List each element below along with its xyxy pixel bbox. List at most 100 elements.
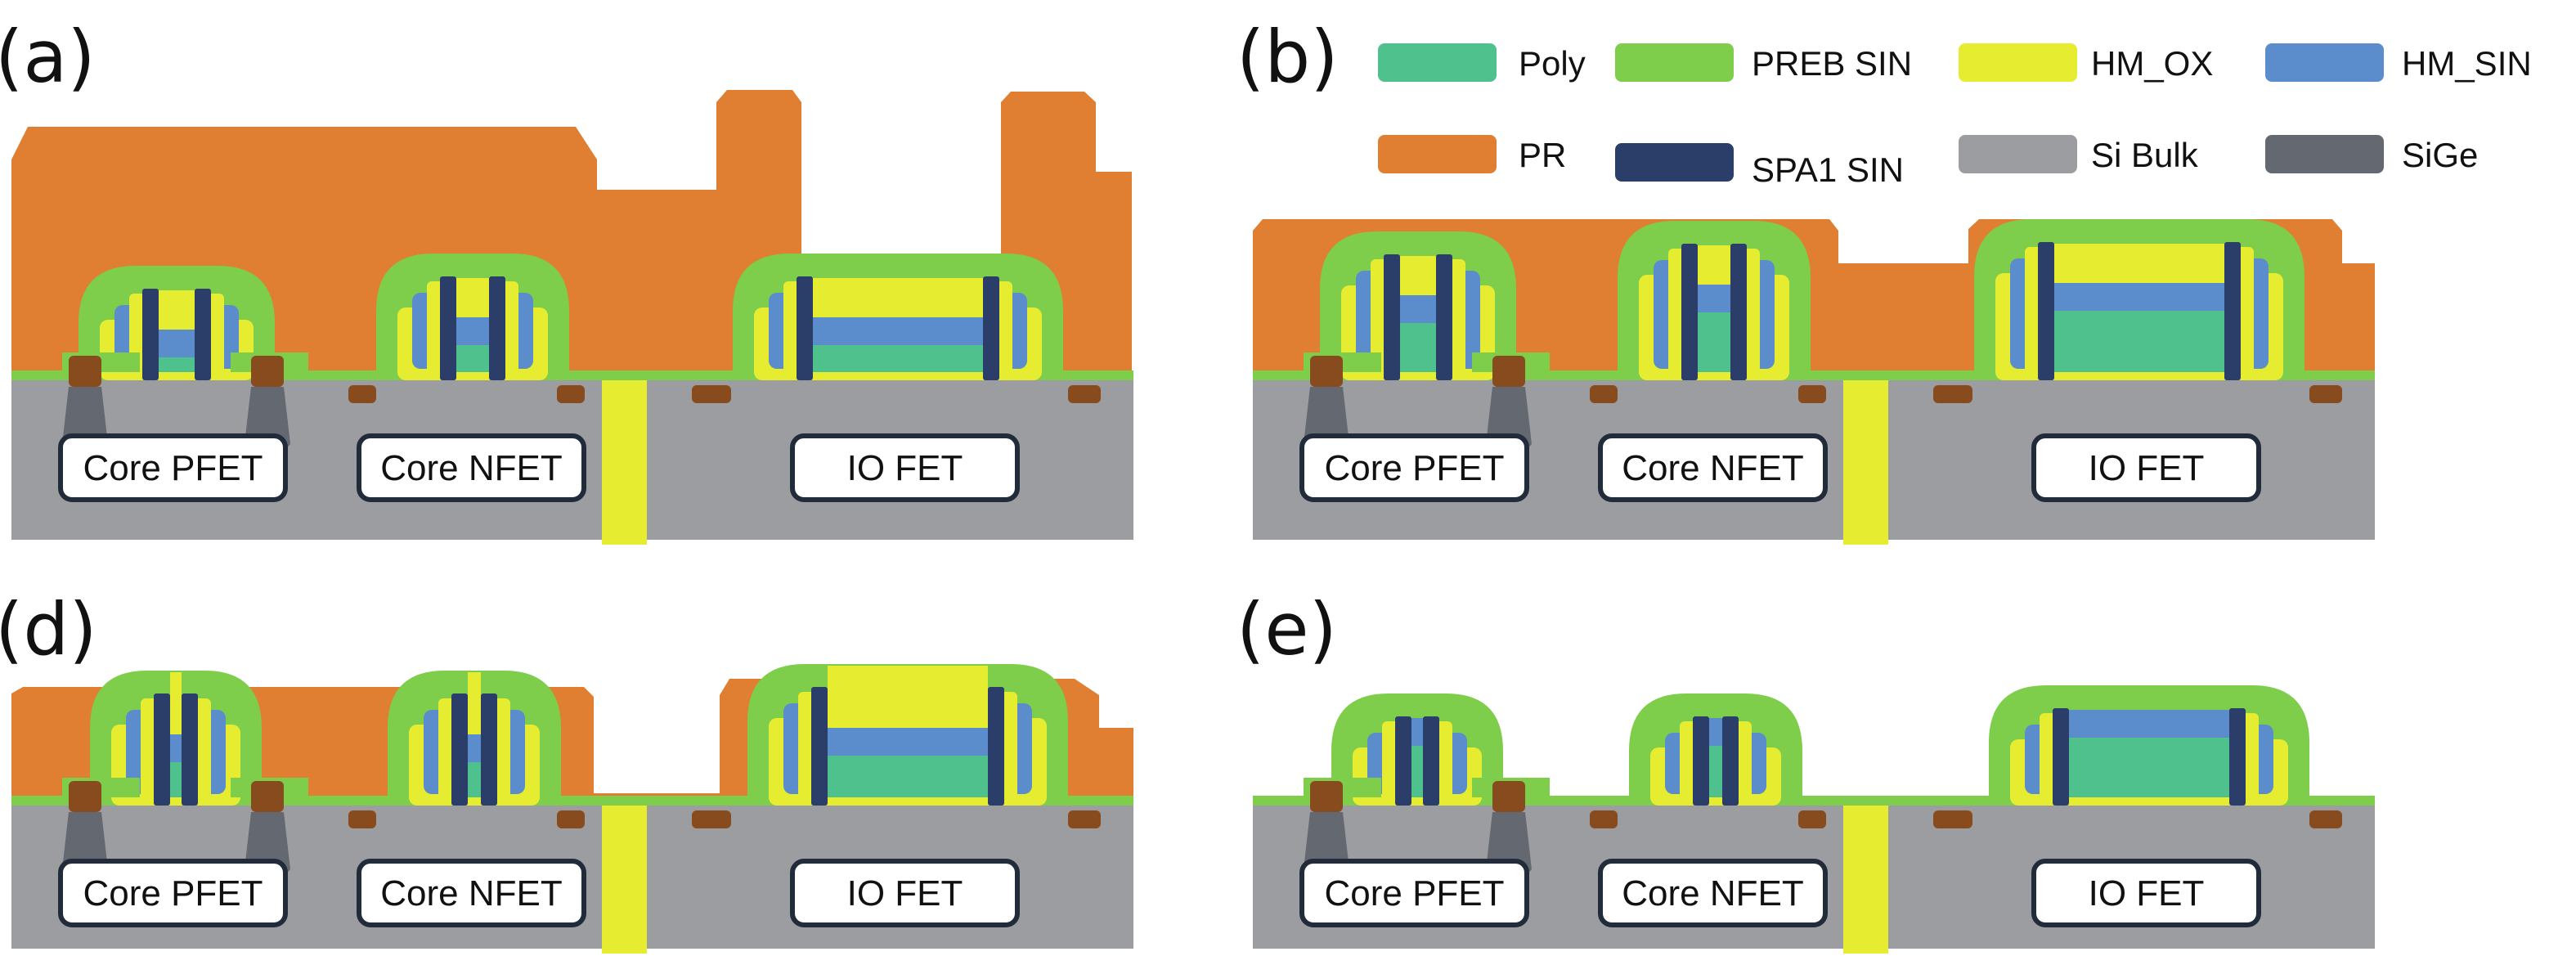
label-box-core-nfet [1598, 433, 1828, 502]
contact-region [692, 385, 731, 403]
io-fet-gate-hm-ox [813, 278, 983, 317]
legend-swatch-si_bulk [1959, 135, 2077, 173]
label-core-nfet: Core NFET [380, 873, 562, 913]
core-pfet-gate-hm-sin [170, 734, 182, 762]
core-nfet-gate-gate-oxide [468, 797, 481, 806]
label-core-nfet: Core NFET [1622, 448, 1803, 488]
core-pfet-gate-spacer-right [1436, 254, 1452, 380]
core-pfet-gate-spacer-right [195, 289, 211, 380]
contact-region [251, 356, 284, 387]
core-pfet-gate-poly [1400, 323, 1436, 372]
legend-swatch-sige [2265, 135, 2384, 173]
io-fet-gate-spacer-left [2053, 708, 2069, 806]
core-nfet-gate-poly [468, 762, 481, 797]
io-fet-gate-spacer-right [2229, 708, 2246, 806]
core-nfet-gate-spacer-left [440, 276, 456, 380]
core-nfet-gate-gate-oxide [1709, 797, 1722, 806]
label-box-io-fet [2031, 433, 2261, 502]
io-fet-gate-gate-oxide [813, 372, 983, 380]
contact-region [1310, 781, 1343, 812]
label-box-io-fet [790, 433, 1020, 502]
legend-label-hm_sin: HM_SIN [2402, 44, 2532, 83]
core-pfet-gate-spacer-right [1423, 716, 1439, 806]
io-fet-gate-poly [828, 756, 988, 797]
io-fet-gate-spacer-left [811, 687, 828, 806]
panel-letter-a: (a) [0, 15, 96, 99]
io-fet-gate-hm-sin [2054, 283, 2224, 311]
legend-swatch-hm_sin [2265, 43, 2384, 82]
io-fet-gate-hm-sin [828, 728, 988, 756]
panel-letter-e: (e) [1236, 587, 1337, 671]
label-box-io-fet [790, 859, 1020, 927]
core-pfet-gate-poly [170, 762, 182, 797]
core-pfet-gate-poly [1411, 746, 1423, 797]
contact-region [1798, 810, 1826, 828]
core-nfet-gate-hm-sin [456, 317, 489, 345]
core-nfet-gate-hm-ox [468, 672, 481, 734]
core-nfet-gate-spacer-left [1693, 716, 1709, 806]
contact-region [2309, 385, 2342, 403]
label-core-pfet: Core PFET [1324, 873, 1504, 913]
label-core-nfet: Core NFET [1622, 873, 1803, 913]
label-box-core-pfet [58, 859, 288, 927]
label-box-core-nfet [357, 433, 586, 502]
legend-swatch-spa1_sin [1615, 143, 1734, 182]
io-fet-gate-spacer-right [988, 687, 1004, 806]
contact-region [2309, 810, 2342, 828]
contact-region [1068, 810, 1101, 828]
core-nfet-gate-spacer-left [451, 693, 468, 806]
label-core-pfet: Core PFET [83, 448, 263, 488]
label-box-core-pfet [1299, 433, 1529, 502]
core-nfet-gate-spacer-right [1730, 244, 1747, 380]
io-fet-gate-gate-oxide [828, 797, 988, 806]
legend-swatch-poly [1378, 43, 1497, 82]
core-pfet-gate-spacer-right [182, 693, 198, 806]
contact-region [1068, 385, 1101, 403]
sti-isolation [1843, 375, 1888, 545]
core-pfet-gate-hm-sin [159, 330, 195, 357]
core-nfet-gate-hm-ox [456, 278, 489, 317]
label-core-pfet: Core PFET [1324, 448, 1504, 488]
label-box-core-nfet [357, 859, 586, 927]
legend-swatch-hm_ox [1959, 43, 2077, 82]
core-pfet-gate-gate-oxide [1400, 372, 1436, 380]
io-fet-gate-poly [2069, 738, 2229, 797]
core-pfet-gate-spacer-left [1384, 254, 1400, 380]
core-nfet-gate-gate-oxide [456, 372, 489, 380]
contact-region [251, 781, 284, 812]
panel-letter-d: (d) [0, 587, 97, 671]
contact-region [69, 356, 101, 387]
contact-region [69, 781, 101, 812]
contact-region [1933, 810, 1972, 828]
label-box-io-fet [2031, 859, 2261, 927]
io-fet-gate-spacer-left [2038, 242, 2054, 380]
io-fet-gate-gate-oxide [2069, 797, 2229, 806]
label-io-fet: IO FET [847, 448, 963, 488]
core-pfet-gate-hm-sin [1411, 718, 1423, 746]
label-io-fet: IO FET [2089, 448, 2205, 488]
io-fet-gate-gate-oxide [2054, 372, 2224, 380]
core-pfet-gate-spacer-left [142, 289, 159, 380]
contact-region [1492, 781, 1525, 812]
io-fet-gate-spacer-right [2224, 242, 2241, 380]
contact-region [692, 810, 731, 828]
legend-label-spa1_sin: SPA1 SIN [1752, 150, 1904, 189]
legend-swatch-pr [1378, 135, 1497, 173]
core-pfet-gate-hm-sin [1400, 295, 1436, 323]
legend-label-pr: PR [1519, 136, 1566, 174]
contact-region [1310, 356, 1343, 387]
label-core-pfet: Core PFET [83, 873, 263, 913]
core-nfet-gate-hm-sin [1698, 285, 1730, 312]
contact-region [557, 810, 585, 828]
io-fet-gate-hm-ox [828, 666, 988, 728]
contact-region [1590, 385, 1618, 403]
core-pfet-gate-hm-ox [1400, 256, 1436, 295]
legend-label-sige: SiGe [2402, 136, 2478, 174]
contact-region [1798, 385, 1826, 403]
core-pfet-gate-gate-oxide [170, 797, 182, 806]
label-box-core-nfet [1598, 859, 1828, 927]
io-fet-gate-hm-sin [813, 317, 983, 345]
